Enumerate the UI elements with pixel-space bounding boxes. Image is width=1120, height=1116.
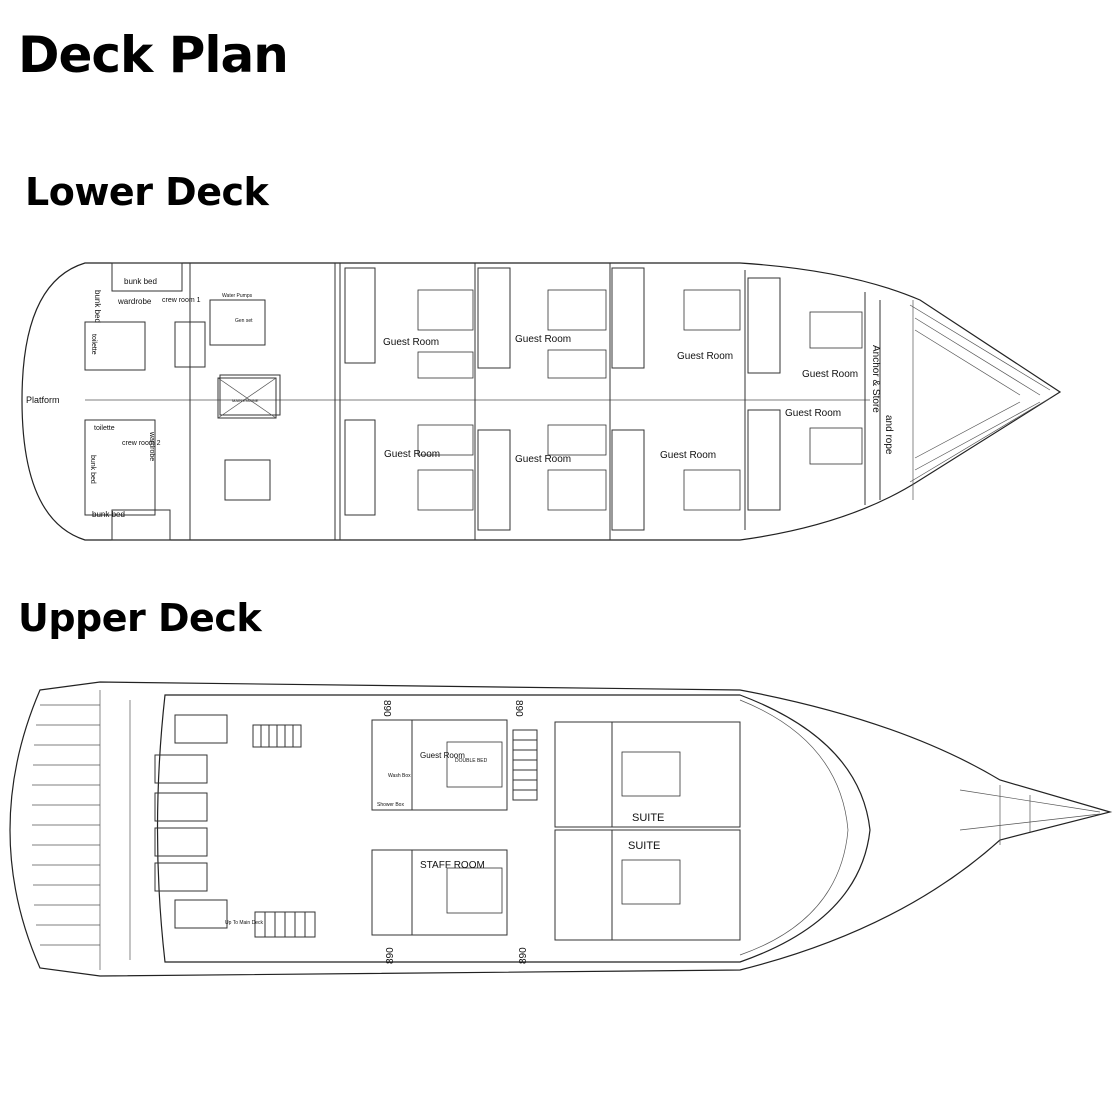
upper-hull-outline [9,681,1113,977]
lower-crew-rooms [84,262,281,541]
sun-loungers [154,714,228,929]
label-water-pumps: Water Pumps [222,293,253,299]
label-bunk-bed-top: bunk bed [124,277,157,286]
lower-deck-plan: bunk bed bunk bed wardrobe crew room 1 t… [21,262,1062,541]
label-guest-room-6: Guest Room [384,449,440,460]
upper-bow-hatching [959,785,1101,845]
main-engine-block [217,377,277,419]
label-wardrobe-bottom: wardrobe [148,431,155,461]
label-bunk-bed-side-top: bunk bed [93,290,102,323]
lower-hull-outline [21,262,1062,541]
upper-cabins [371,719,741,941]
label-up-to-main-deck: Up To Main Deck [225,920,263,926]
upper-stern-hatching [32,690,131,970]
label-guest-room-upper: Guest Room [420,751,465,760]
label-and-rope: and rope [883,415,894,455]
lower-deck-title: Lower Deck [25,170,269,214]
label-toilette-top: toilette [90,334,97,355]
lower-bulkheads [189,263,881,540]
lower-guest-beds [417,289,863,511]
label-suite-bottom: SUITE [628,840,660,852]
label-bunk-bed-bottom: bunk bed [92,510,125,519]
label-guest-room-5: Guest Room [785,408,841,419]
label-guest-room-4: Guest Room [802,369,858,380]
label-frame-890-top-right: 890 [513,700,524,717]
label-shower-box: Shower Box [377,802,404,808]
label-frame-890-top-left: 890 [381,700,392,717]
lower-washrooms [344,267,781,531]
label-double-bed: DOUBLE BED [455,758,488,764]
label-platform: Platform [26,395,60,405]
lower-bow-hatching [909,300,1051,500]
label-guest-room-1: Guest Room [383,337,439,348]
label-gen-set: Gen set [235,318,253,324]
label-wash-box: Wash Box [388,773,411,779]
label-crew-room-1: crew room 1 [162,297,201,304]
label-frame-890-bottom-left: 890 [385,947,396,964]
label-toilette-bottom: toilette [94,425,115,432]
upper-beds [446,741,681,914]
label-guest-room-3: Guest Room [677,351,733,362]
label-wardrobe-top: wardrobe [117,297,152,306]
page-title: Deck Plan [18,26,289,84]
label-crew-room-2: crew room 2 [122,440,161,447]
label-frame-890-bottom-right: 890 [518,947,529,964]
label-guest-room-2: Guest Room [515,334,571,345]
upper-deck-title: Upper Deck [18,596,262,640]
label-main-engine: MAIN ENGINE [232,398,259,403]
label-bunk-bed-side-bottom: bunk bed [89,455,96,484]
label-guest-room-7: Guest Room [515,454,571,465]
stairs [252,724,538,938]
label-guest-room-8: Guest Room [660,450,716,461]
label-staff-room: STAFF ROOM [420,860,485,871]
label-anchor-store: Anchor & Store [870,345,881,413]
upper-deck-plan: Guest Room STAFF ROOM SUITE SUITE 890 89… [9,681,1113,977]
label-suite-top: SUITE [632,812,664,824]
upper-deckhouse [156,694,871,963]
